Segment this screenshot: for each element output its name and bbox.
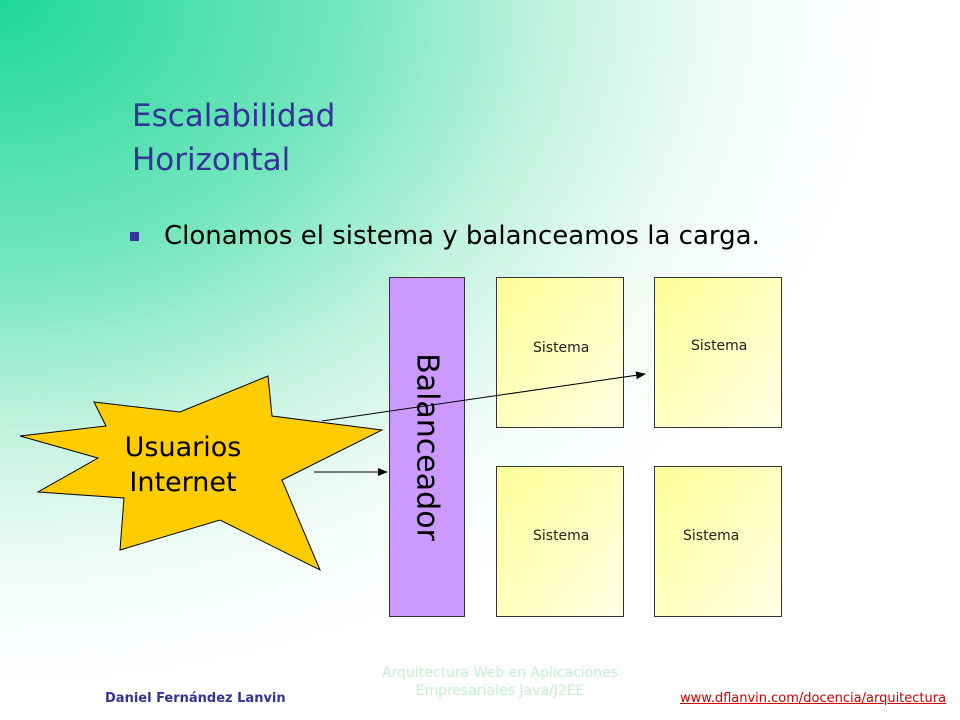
system-box-3: Sistema bbox=[496, 466, 624, 617]
slide-title: Escalabilidad Horizontal bbox=[132, 94, 335, 182]
users-label-line-1: Usuarios bbox=[124, 432, 242, 463]
bullet-text: Clonamos el sistema y balanceamos la car… bbox=[164, 221, 760, 251]
system-box-4: Sistema bbox=[654, 466, 782, 617]
system-label-3: Sistema bbox=[533, 528, 590, 544]
users-starburst-icon bbox=[19, 375, 384, 572]
footer-author: Daniel Fernández Lanvin bbox=[105, 691, 286, 706]
system-label-2: Sistema bbox=[691, 338, 748, 354]
footer-link[interactable]: www.dflanvin.com/docencia/arquitectura bbox=[680, 691, 947, 706]
system-label-4: Sistema bbox=[683, 528, 740, 544]
system-box-1: Sistema bbox=[496, 277, 624, 428]
balancer-box: Balanceador bbox=[389, 277, 465, 617]
system-label-1: Sistema bbox=[533, 340, 590, 356]
footer-course-line-1: Arquitectura Web en Aplicaciones bbox=[381, 665, 619, 681]
bullet-item: Clonamos el sistema y balanceamos la car… bbox=[130, 216, 760, 256]
users-label-line-2: Internet bbox=[129, 467, 237, 498]
footer-course: Arquitectura Web en Aplicaciones Empresa… bbox=[330, 664, 670, 700]
footer-course-line-2: Empresariales Java/J2EE bbox=[415, 683, 585, 699]
system-box-2: Sistema bbox=[654, 277, 782, 428]
bullet-square-icon bbox=[130, 231, 139, 241]
title-line-1: Escalabilidad bbox=[132, 98, 336, 134]
users-label: Usuarios Internet bbox=[98, 430, 268, 500]
title-line-2: Horizontal bbox=[132, 142, 291, 178]
arrow-to-system bbox=[321, 371, 646, 422]
